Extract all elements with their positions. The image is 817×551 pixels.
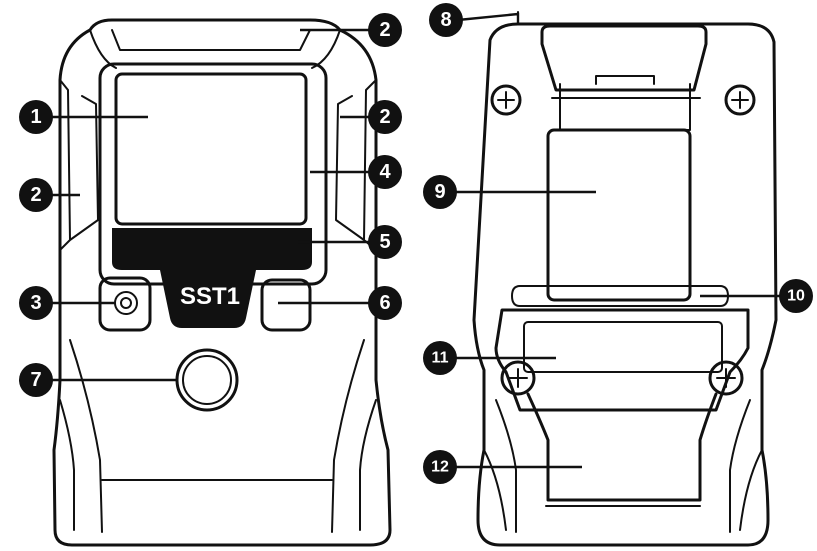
screw-bottom-right-slot-icon — [716, 368, 736, 388]
back-label-area — [526, 392, 718, 502]
front-lower-right-rib — [331, 339, 377, 533]
front-top-bevel — [89, 29, 341, 69]
back-lower-left-rib — [483, 399, 517, 533]
right-button[interactable] — [260, 278, 312, 332]
screw-bottom-left — [500, 360, 536, 396]
callout-4: 4 — [368, 155, 402, 189]
svg-text:5: 5 — [379, 231, 390, 253]
label-panel — [112, 228, 312, 328]
front-top-rim — [111, 29, 311, 51]
back-lower-right-rib — [729, 399, 763, 533]
callout-1: 1 — [19, 100, 53, 134]
callout-10: 10 — [779, 279, 813, 313]
display-window — [114, 72, 308, 226]
svg-text:8: 8 — [440, 9, 451, 31]
clip-recess — [511, 285, 729, 307]
ir-sensor-icon — [114, 291, 138, 315]
callout-2-left: 2 — [19, 178, 53, 212]
callout-6: 6 — [368, 286, 402, 320]
belt-clip[interactable] — [546, 128, 692, 302]
callout-11: 11 — [423, 341, 457, 375]
screw-top-right — [724, 84, 756, 116]
front-lower-left-rib — [59, 339, 103, 533]
clip-hinge-tab — [595, 75, 655, 85]
svg-text:10: 10 — [787, 288, 805, 305]
svg-text:3: 3 — [30, 292, 41, 314]
callout-7: 7 — [19, 363, 53, 397]
svg-text:6: 6 — [379, 292, 390, 314]
screw-bottom-right — [708, 360, 744, 396]
screw-top-left — [490, 84, 522, 116]
callout-3: 3 — [19, 286, 53, 320]
left-grip — [59, 79, 99, 251]
screw-top-right-slot-icon — [731, 91, 749, 109]
callout-12: 12 — [423, 450, 457, 484]
svg-text:4: 4 — [379, 161, 391, 183]
back-view — [472, 11, 778, 547]
battery-cover-inner — [523, 321, 723, 373]
callout-8: 8 — [429, 3, 463, 37]
callout-2-right: 2 — [368, 100, 402, 134]
svg-text:9: 9 — [434, 181, 445, 203]
front-view: SST1 — [52, 18, 392, 547]
main-button[interactable] — [175, 348, 239, 412]
battery-cover[interactable] — [494, 308, 750, 412]
svg-text:2: 2 — [379, 106, 390, 128]
svg-text:1: 1 — [30, 106, 41, 128]
back-housing — [472, 22, 778, 547]
svg-text:7: 7 — [30, 369, 41, 391]
clip-top — [540, 24, 708, 92]
svg-text:12: 12 — [431, 459, 449, 476]
svg-text:2: 2 — [30, 184, 41, 206]
callout-9: 9 — [423, 175, 457, 209]
ir-sensor-inner-icon — [120, 297, 132, 309]
leader-lines — [44, 12, 786, 469]
front-housing — [52, 18, 392, 547]
model-label: SST1 — [180, 283, 240, 310]
svg-text:11: 11 — [432, 350, 449, 367]
callout-5: 5 — [368, 225, 402, 259]
screw-bottom-left-slot-icon — [508, 368, 528, 388]
screw-top-left-slot-icon — [497, 91, 515, 109]
callout-2-top: 2 — [368, 13, 402, 47]
svg-text:2: 2 — [379, 19, 390, 41]
main-button-ring — [182, 355, 232, 405]
